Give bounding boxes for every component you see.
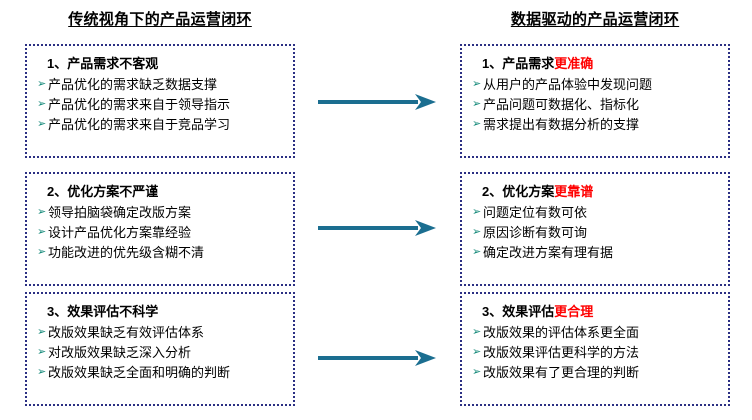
list-item-label: 产品优化的需求缺乏数据支撑 [48, 77, 218, 93]
list-item-label: 改版效果缺乏全面和明确的判断 [48, 365, 231, 381]
list-item-label: 功能改进的优先级含糊不清 [48, 245, 205, 261]
bullet-list-left-1: ➢产品优化的需求缺乏数据支撑 ➢产品优化的需求来自于领导指示 ➢产品优化的需求来… [37, 75, 283, 135]
list-item-label: 问题定位有数可依 [483, 205, 588, 221]
panel-right-2[interactable]: 2、优化方案更靠谱 ➢问题定位有数可依 ➢原因诊断有数可询 ➢确定改进方案有理有… [460, 172, 730, 286]
list-item-label: 从用户的产品体验中发现问题 [483, 77, 653, 93]
bullet-arrow-icon: ➢ [472, 346, 482, 359]
bullet-list-right-2: ➢问题定位有数可依 ➢原因诊断有数可询 ➢确定改进方案有理有据 [472, 203, 718, 263]
arrow-row-1 [318, 92, 436, 112]
list-item: ➢产品优化的需求来自于领导指示 [37, 95, 283, 115]
bullet-arrow-icon: ➢ [37, 366, 47, 379]
list-item: ➢改版效果的评估体系更全面 [472, 323, 718, 343]
list-item-label: 改版效果有了更合理的判断 [483, 365, 640, 381]
list-item-label: 产品优化的需求来自于领导指示 [48, 97, 231, 113]
panel-heading-right-1-highlight: 更准确 [554, 56, 594, 71]
list-item-label: 设计产品优化方案靠经验 [48, 225, 192, 241]
list-item: ➢确定改进方案有理有据 [472, 243, 718, 263]
bullet-arrow-icon: ➢ [37, 98, 47, 111]
list-item-label: 改版效果缺乏有效评估体系 [48, 325, 205, 341]
panel-heading-left-1: 1、产品需求不客观 [47, 56, 283, 71]
list-item: ➢原因诊断有数可询 [472, 223, 718, 243]
arrow-row-2 [318, 218, 436, 238]
list-item: ➢领导拍脑袋确定改版方案 [37, 203, 283, 223]
panel-heading-right-1-prefix: 1、产品需求 [482, 56, 555, 71]
panel-right-3[interactable]: 3、效果评估更合理 ➢改版效果的评估体系更全面 ➢改版效果评估更科学的方法 ➢改… [460, 292, 730, 406]
list-item-label: 产品优化的需求来自于竞品学习 [48, 117, 231, 133]
list-item-label: 原因诊断有数可询 [483, 225, 588, 241]
panel-right-1[interactable]: 1、产品需求更准确 ➢从用户的产品体验中发现问题 ➢产品问题可数据化、指标化 ➢… [460, 44, 730, 158]
panel-heading-left-2-prefix: 2、优化方案不严谨 [47, 184, 159, 199]
arrow-row-3 [318, 348, 436, 368]
bullet-arrow-icon: ➢ [472, 246, 482, 259]
bullet-arrow-icon: ➢ [472, 78, 482, 91]
bullet-arrow-icon: ➢ [472, 98, 482, 111]
list-item: ➢改版效果有了更合理的判断 [472, 363, 718, 383]
bullet-arrow-icon: ➢ [37, 206, 47, 219]
panel-heading-right-2-prefix: 2、优化方案 [482, 184, 555, 199]
bullet-arrow-icon: ➢ [37, 226, 47, 239]
list-item-label: 产品问题可数据化、指标化 [483, 97, 640, 113]
bullet-arrow-icon: ➢ [472, 326, 482, 339]
column-heading-left: 传统视角下的产品运营闭环 [68, 11, 252, 28]
bullet-list-left-2: ➢领导拍脑袋确定改版方案 ➢设计产品优化方案靠经验 ➢功能改进的优先级含糊不清 [37, 203, 283, 263]
panel-heading-right-3-prefix: 3、效果评估 [482, 304, 555, 319]
list-item: ➢产品优化的需求来自于竞品学习 [37, 115, 283, 135]
bullet-list-right-3: ➢改版效果的评估体系更全面 ➢改版效果评估更科学的方法 ➢改版效果有了更合理的判… [472, 323, 718, 383]
panel-left-2[interactable]: 2、优化方案不严谨 ➢领导拍脑袋确定改版方案 ➢设计产品优化方案靠经验 ➢功能改… [25, 172, 295, 286]
panel-heading-left-1-prefix: 1、产品需求不客观 [47, 56, 159, 71]
bullet-list-right-1: ➢从用户的产品体验中发现问题 ➢产品问题可数据化、指标化 ➢需求提出有数据分析的… [472, 75, 718, 135]
bullet-arrow-icon: ➢ [37, 346, 47, 359]
list-item: ➢需求提出有数据分析的支撑 [472, 115, 718, 135]
list-item: ➢改版效果评估更科学的方法 [472, 343, 718, 363]
panel-heading-left-2: 2、优化方案不严谨 [47, 184, 283, 199]
bullet-arrow-icon: ➢ [472, 118, 482, 131]
panel-left-3[interactable]: 3、效果评估不科学 ➢改版效果缺乏有效评估体系 ➢对改版效果缺乏深入分析 ➢改版… [25, 292, 295, 406]
panel-heading-right-2-highlight: 更靠谱 [554, 184, 594, 199]
bullet-arrow-icon: ➢ [37, 118, 47, 131]
bullet-arrow-icon: ➢ [472, 366, 482, 379]
list-item: ➢改版效果缺乏有效评估体系 [37, 323, 283, 343]
panel-heading-right-3-highlight: 更合理 [554, 304, 594, 319]
panel-left-1[interactable]: 1、产品需求不客观 ➢产品优化的需求缺乏数据支撑 ➢产品优化的需求来自于领导指示… [25, 44, 295, 158]
panel-heading-right-2: 2、优化方案更靠谱 [482, 184, 718, 199]
list-item-label: 改版效果评估更科学的方法 [483, 345, 640, 361]
list-item: ➢功能改进的优先级含糊不清 [37, 243, 283, 263]
bullet-arrow-icon: ➢ [472, 226, 482, 239]
list-item: ➢设计产品优化方案靠经验 [37, 223, 283, 243]
list-item-label: 需求提出有数据分析的支撑 [483, 117, 640, 133]
list-item: ➢产品问题可数据化、指标化 [472, 95, 718, 115]
panel-heading-right-1: 1、产品需求更准确 [482, 56, 718, 71]
list-item-label: 改版效果的评估体系更全面 [483, 325, 640, 341]
list-item-label: 领导拍脑袋确定改版方案 [48, 205, 192, 221]
list-item: ➢产品优化的需求缺乏数据支撑 [37, 75, 283, 95]
list-item-label: 对改版效果缺乏深入分析 [48, 345, 192, 361]
list-item: ➢对改版效果缺乏深入分析 [37, 343, 283, 363]
bullet-arrow-icon: ➢ [37, 246, 47, 259]
bullet-arrow-icon: ➢ [37, 78, 47, 91]
panel-heading-left-3: 3、效果评估不科学 [47, 304, 283, 319]
panel-heading-left-3-prefix: 3、效果评估不科学 [47, 304, 159, 319]
list-item-label: 确定改进方案有理有据 [483, 245, 614, 261]
column-heading-right: 数据驱动的产品运营闭环 [510, 11, 680, 28]
list-item: ➢从用户的产品体验中发现问题 [472, 75, 718, 95]
list-item: ➢问题定位有数可依 [472, 203, 718, 223]
bullet-arrow-icon: ➢ [37, 326, 47, 339]
bullet-list-left-3: ➢改版效果缺乏有效评估体系 ➢对改版效果缺乏深入分析 ➢改版效果缺乏全面和明确的… [37, 323, 283, 383]
bullet-arrow-icon: ➢ [472, 206, 482, 219]
panel-heading-right-3: 3、效果评估更合理 [482, 304, 718, 319]
list-item: ➢改版效果缺乏全面和明确的判断 [37, 363, 283, 383]
